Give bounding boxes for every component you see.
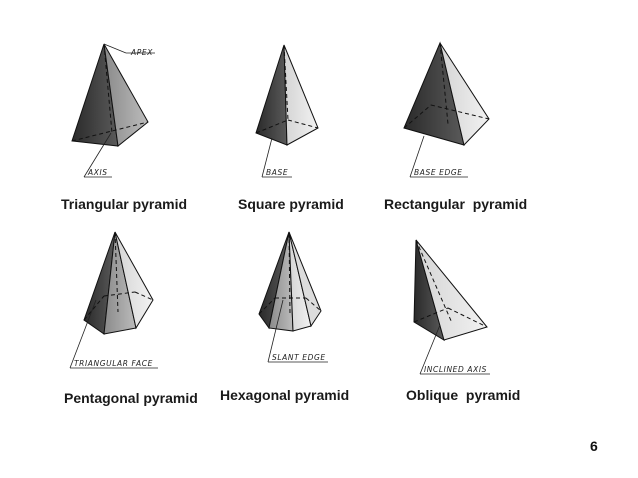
axis-label: AXIS	[87, 168, 108, 177]
caption-oblique-pyramid: Oblique pyramid	[406, 387, 521, 403]
triangular-pyramid-figure: APEX AXIS	[71, 43, 155, 178]
triangular-face-label: TRIANGULAR FACE	[74, 359, 153, 368]
square-pyramid-figure: BASE	[255, 44, 319, 178]
page-number: 6	[590, 438, 598, 454]
caption-hexagonal-pyramid: Hexagonal pyramid	[220, 387, 350, 403]
caption-square-pyramid: Square pyramid	[238, 196, 344, 212]
pentagonal-pyramid-figure: TRIANGULAR FACE	[69, 231, 158, 369]
oblique-pyramid-figure: INCLINED AXIS	[413, 239, 490, 375]
slant-edge-label: SLANT EDGE	[272, 353, 326, 362]
base-edge-label: BASE EDGE	[414, 168, 463, 177]
rectangular-pyramid-figure: BASE EDGE	[403, 41, 490, 178]
caption-triangular-pyramid: Triangular pyramid	[61, 196, 188, 212]
hexagonal-pyramid-figure: SLANT EDGE	[258, 231, 328, 363]
caption-pentagonal-pyramid: Pentagonal pyramid	[64, 390, 198, 406]
caption-rectangular-pyramid: Rectangular pyramid	[384, 196, 528, 212]
apex-label: APEX	[130, 48, 153, 57]
base-label: BASE	[266, 168, 288, 177]
inclined-axis-label: INCLINED AXIS	[424, 365, 487, 374]
